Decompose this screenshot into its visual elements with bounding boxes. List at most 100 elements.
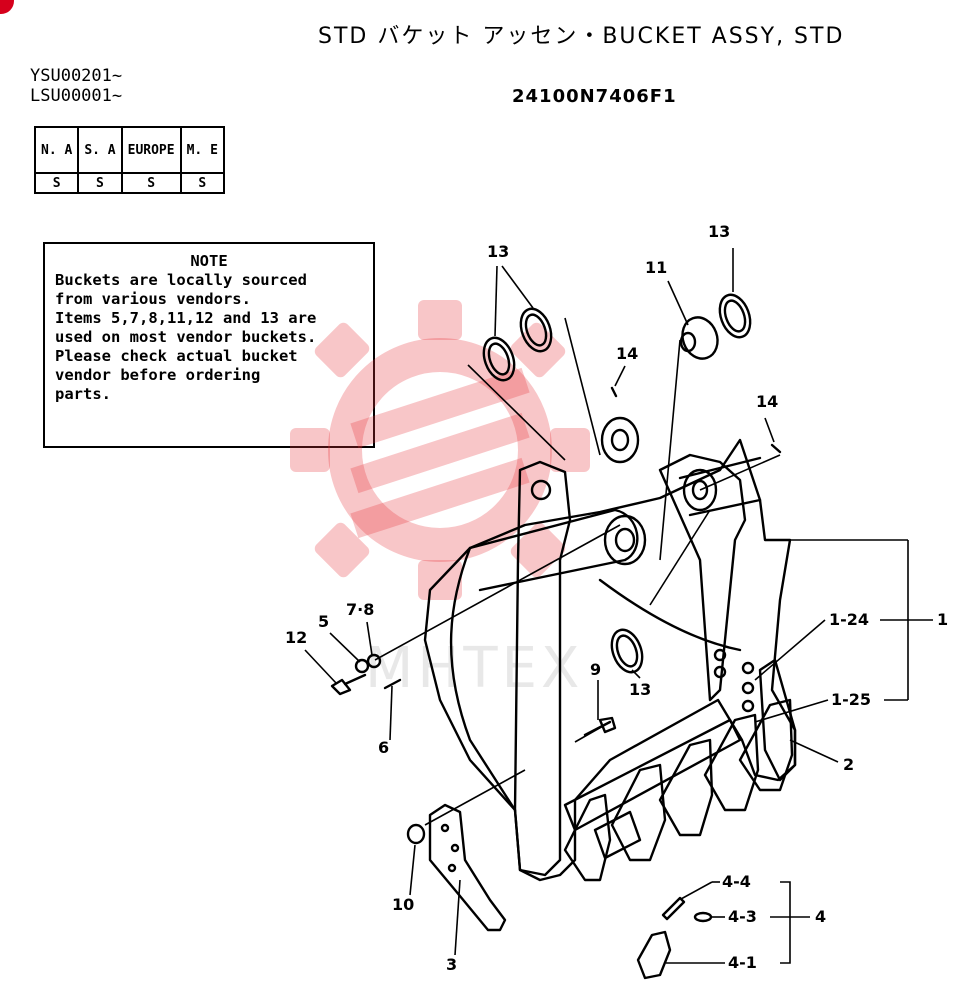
leader-line xyxy=(564,317,601,456)
leader-line xyxy=(789,739,839,763)
pin xyxy=(610,386,618,398)
callout-9: 9 xyxy=(590,660,602,679)
leader-line xyxy=(424,769,526,826)
note-line: vendor before ordering xyxy=(55,366,261,384)
cross-tube xyxy=(468,508,639,592)
o-ring-inner xyxy=(723,299,747,333)
o-ring xyxy=(519,307,553,353)
side-cutter xyxy=(758,658,797,782)
leader-line xyxy=(454,879,461,956)
tooth-retainer xyxy=(693,911,713,923)
region-value-me: S xyxy=(179,172,225,194)
cross-tube-2 xyxy=(678,456,762,517)
replacement-tooth xyxy=(636,930,672,980)
o-ring xyxy=(482,336,516,382)
note-line: Items 5,7,8,11,12 and 13 are xyxy=(55,309,317,327)
boss-left-inner xyxy=(610,428,630,452)
bucket-shell xyxy=(423,438,797,882)
region-header-me: M. E xyxy=(179,126,225,174)
o-ring xyxy=(610,628,644,674)
bucket-tooth xyxy=(563,793,612,882)
serial-range-1: YSU00201~ xyxy=(30,66,123,86)
leader-line xyxy=(659,339,681,561)
leader-line xyxy=(614,365,626,387)
part-number: 24100N7406F1 xyxy=(512,86,677,107)
side-cutter-bolt xyxy=(741,681,755,695)
leader-line xyxy=(366,621,373,656)
region-value-europe: S xyxy=(120,172,182,194)
leader-line xyxy=(389,685,393,741)
watermark-text: MHTEX xyxy=(365,636,584,701)
boss-right-inner xyxy=(691,479,709,501)
bucket-tooth xyxy=(610,763,667,862)
leader-line xyxy=(631,669,641,679)
diagram-title: STD バケット アッセン・BUCKET ASSY, STD xyxy=(318,24,845,49)
leader-line xyxy=(764,417,775,443)
region-value-sa: S xyxy=(77,172,123,194)
callout-5: 5 xyxy=(318,612,330,631)
left-side-plate xyxy=(513,460,572,877)
note-line: Buckets are locally sourced xyxy=(55,271,307,289)
callout-14-right: 14 xyxy=(756,392,779,411)
leader-line xyxy=(754,699,829,723)
bucket-inner-edge xyxy=(449,546,517,812)
note-line: Please check actual bucket xyxy=(55,347,298,365)
left-plate-hole xyxy=(530,479,552,501)
boss-front-inner xyxy=(614,527,636,553)
bucket-tooth xyxy=(658,738,714,837)
bolt xyxy=(330,673,367,696)
tooth-pin xyxy=(661,896,686,921)
callout-13-lower: 13 xyxy=(629,680,652,699)
note-line: used on most vendor buckets. xyxy=(55,328,317,346)
plate-bolt-hole xyxy=(440,823,450,833)
o-ring-inner xyxy=(487,342,511,376)
plate-bolt-hole xyxy=(447,863,457,873)
region-value-na: S xyxy=(33,172,80,194)
right-side-plate xyxy=(658,453,747,702)
side-cutter-plate xyxy=(428,803,507,932)
nut xyxy=(406,823,426,845)
region-header-row: N. A S. A EUROPE M. E xyxy=(33,126,225,174)
region-header-na: N. A xyxy=(33,126,80,174)
leader-line xyxy=(667,280,689,326)
o-ring xyxy=(718,293,752,339)
side-cutter-bolt xyxy=(741,699,755,713)
o-ring-inner xyxy=(524,313,548,347)
callout-10: 10 xyxy=(392,895,415,914)
leader-line xyxy=(649,509,711,606)
callout-12: 12 xyxy=(285,628,308,647)
callout-4-1: 4-1 xyxy=(728,953,757,972)
callout-14-left: 14 xyxy=(616,344,639,363)
bucket-back-curve xyxy=(598,578,742,652)
washer-seal xyxy=(366,653,382,669)
region-value-row: S S S S xyxy=(33,172,225,194)
serial-range-2: LSU00001~ xyxy=(30,86,123,106)
note-title: NOTE xyxy=(190,252,228,270)
leader-line xyxy=(699,454,781,491)
bolt xyxy=(583,716,617,737)
plate-bolt-hole xyxy=(450,843,460,853)
cutting-edge xyxy=(563,718,742,832)
bucket-tooth xyxy=(703,713,760,812)
callout-4: 4 xyxy=(815,907,827,926)
boss-left-upper xyxy=(600,416,640,464)
callout-7-8: 7·8 xyxy=(346,600,375,619)
callout-6: 6 xyxy=(378,738,390,757)
boss-right-upper xyxy=(682,468,718,512)
region-header-sa: S. A xyxy=(77,126,123,174)
note-line: parts. xyxy=(55,385,111,403)
callout-13-top-right: 13 xyxy=(708,222,731,241)
side-cutter-bolt xyxy=(741,661,755,675)
note-line: from various vendors. xyxy=(55,290,251,308)
callout-11: 11 xyxy=(645,258,668,277)
side-plate-bolt xyxy=(713,665,727,679)
callout-1-24: 1-24 xyxy=(829,610,870,629)
leader-line xyxy=(754,619,826,681)
shim-boss xyxy=(679,331,697,353)
callout-2: 2 xyxy=(843,755,855,774)
region-header-europe: EUROPE xyxy=(120,126,182,174)
callout-4-3: 4-3 xyxy=(728,907,757,926)
callout-3: 3 xyxy=(446,955,458,974)
washer xyxy=(354,658,370,674)
